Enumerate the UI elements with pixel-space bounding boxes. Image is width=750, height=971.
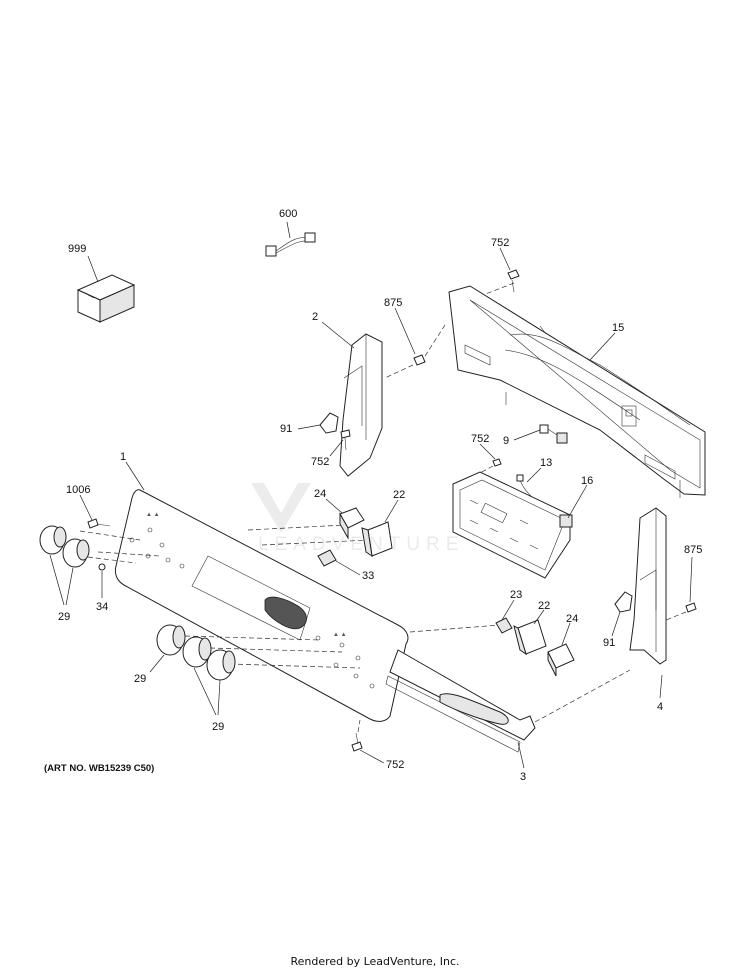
callout-9: 9 (503, 435, 509, 447)
part-29-knobs-bottom[interactable] (156, 624, 236, 681)
callout-13: 13 (540, 457, 552, 469)
part-875-screw-top[interactable] (413, 354, 426, 366)
callout-16: 16 (581, 475, 593, 487)
part-15-rear-panel[interactable] (448, 285, 706, 498)
part-4-side-bracket[interactable] (629, 507, 667, 665)
callout-22-bottom: 22 (538, 600, 550, 612)
callout-600: 600 (279, 208, 297, 220)
part-22-switch-top[interactable] (361, 521, 393, 558)
part-752-screw-ctrl[interactable] (492, 458, 502, 467)
part-29-knobs-left[interactable] (39, 525, 90, 568)
part-875-screw-right[interactable] (685, 602, 697, 613)
callout-34: 34 (96, 601, 108, 613)
svg-text:▲ ▲: ▲ ▲ (333, 632, 347, 638)
callout-91-right: 91 (603, 637, 615, 649)
callout-33: 33 (362, 570, 374, 582)
part-1-control-panel[interactable]: ▲ ▲ ▲ ▲ (114, 489, 409, 722)
watermark-text: LEADVENTURE (258, 534, 465, 555)
callout-1: 1 (120, 451, 126, 463)
part-999-box[interactable] (76, 274, 136, 323)
part-24-switch-bottom[interactable] (547, 643, 575, 677)
part-24-switch-top[interactable] (339, 507, 365, 540)
svg-text:▲ ▲: ▲ ▲ (146, 512, 160, 518)
callout-752-top: 752 (491, 237, 509, 249)
part-1006-screw[interactable] (87, 518, 111, 529)
leadventure-logo-watermark (251, 483, 311, 533)
callout-22-top: 22 (393, 489, 405, 501)
callout-875-right: 875 (684, 544, 702, 556)
part-22-switch-bottom[interactable] (513, 619, 547, 656)
callout-3: 3 (520, 771, 526, 783)
callout-875-top: 875 (384, 297, 402, 309)
part-752-screw-mid[interactable] (340, 429, 351, 451)
part-752-screw-top[interactable] (507, 269, 520, 293)
callout-752-ctrl: 752 (471, 433, 489, 445)
part-91-clip-right[interactable] (614, 591, 633, 613)
callout-4: 4 (657, 701, 663, 713)
callout-29-mid: 29 (134, 673, 146, 685)
callout-752-mid: 752 (311, 456, 329, 468)
part-752-screw-bottom[interactable] (351, 732, 363, 752)
callout-24-bottom: 24 (566, 613, 578, 625)
part-3-trim[interactable] (385, 649, 536, 753)
part-600-harness[interactable] (265, 232, 316, 257)
footer-credit: Rendered by LeadVenture, Inc. (290, 955, 460, 968)
part-33-switch[interactable] (317, 549, 337, 567)
callout-1006: 1006 (66, 484, 90, 496)
callout-15: 15 (612, 322, 624, 334)
callout-999: 999 (68, 243, 86, 255)
callout-29-bottom: 29 (212, 721, 224, 733)
part-34-spring[interactable] (98, 563, 106, 571)
part-23-switch[interactable] (495, 617, 513, 634)
part-2-side-bracket[interactable] (339, 333, 383, 477)
callout-24-top: 24 (314, 488, 326, 500)
part-91-clip-left[interactable] (319, 412, 339, 434)
part-9-connector[interactable] (539, 424, 568, 444)
art-number: (ART NO. WB15239 C50) (44, 763, 155, 774)
callout-752-bottom: 752 (386, 759, 404, 771)
callout-91-left: 91 (280, 423, 292, 435)
callout-29-left: 29 (58, 611, 70, 623)
part-16-control-board[interactable] (452, 471, 573, 579)
callout-2: 2 (312, 311, 318, 323)
callout-23: 23 (510, 589, 522, 601)
